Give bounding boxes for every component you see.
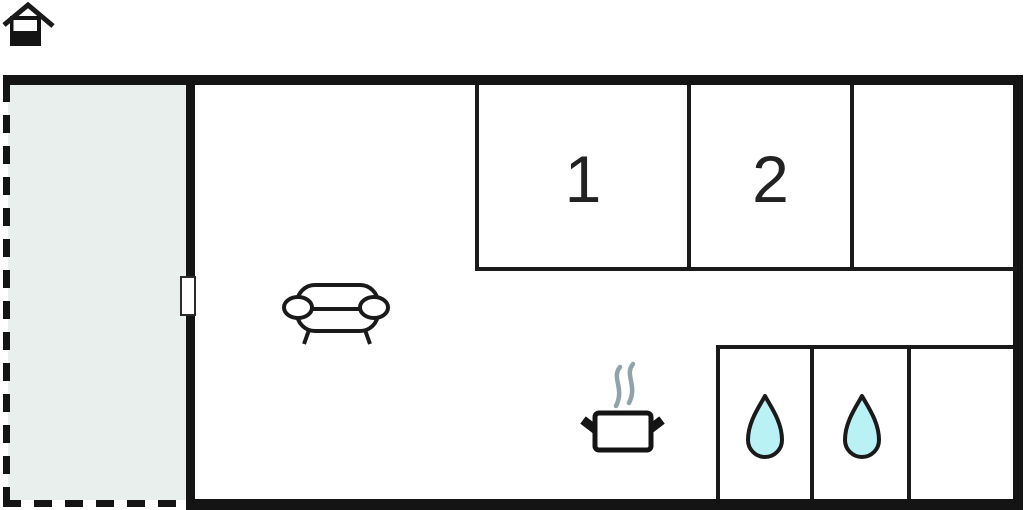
room-label-2: 2 xyxy=(691,88,850,270)
room-label-1: 1 xyxy=(479,88,687,270)
sofa-armrest-left xyxy=(282,295,314,320)
house-roof xyxy=(2,1,55,28)
door-window-marker xyxy=(180,276,196,316)
rooms-bottom-partition xyxy=(475,267,1017,271)
steam-icon xyxy=(626,361,636,406)
terrace-area xyxy=(8,84,186,500)
steam-icon xyxy=(613,364,623,409)
bathroom-divider-1 xyxy=(810,345,814,499)
house-window xyxy=(13,20,37,31)
bathroom-left-partition xyxy=(716,345,720,499)
wall-right xyxy=(1013,75,1023,510)
sofa-leg-left xyxy=(302,329,311,345)
bathroom-divider-2 xyxy=(907,345,911,499)
water-drop-icon xyxy=(746,394,784,459)
sofa-leg-right xyxy=(363,329,372,345)
water-drop-icon xyxy=(843,394,881,459)
room1-room2-partition xyxy=(687,85,691,267)
sofa-icon xyxy=(282,283,390,345)
wall-bottom xyxy=(186,499,1023,510)
bathroom-top-partition xyxy=(716,345,1013,349)
room2-room3-partition xyxy=(850,85,854,267)
wall-top xyxy=(3,75,1023,85)
cooking-pot-icon xyxy=(580,361,665,453)
sofa-armrest-right xyxy=(358,295,390,320)
house-icon xyxy=(2,1,55,46)
room-2-number: 2 xyxy=(752,142,789,216)
terrace-dashed-border-left xyxy=(3,84,10,507)
pot-body xyxy=(592,410,654,453)
terrace-dashed-border-bottom xyxy=(3,500,186,507)
room1-left-partition xyxy=(475,85,479,267)
room-1-number: 1 xyxy=(564,142,602,216)
